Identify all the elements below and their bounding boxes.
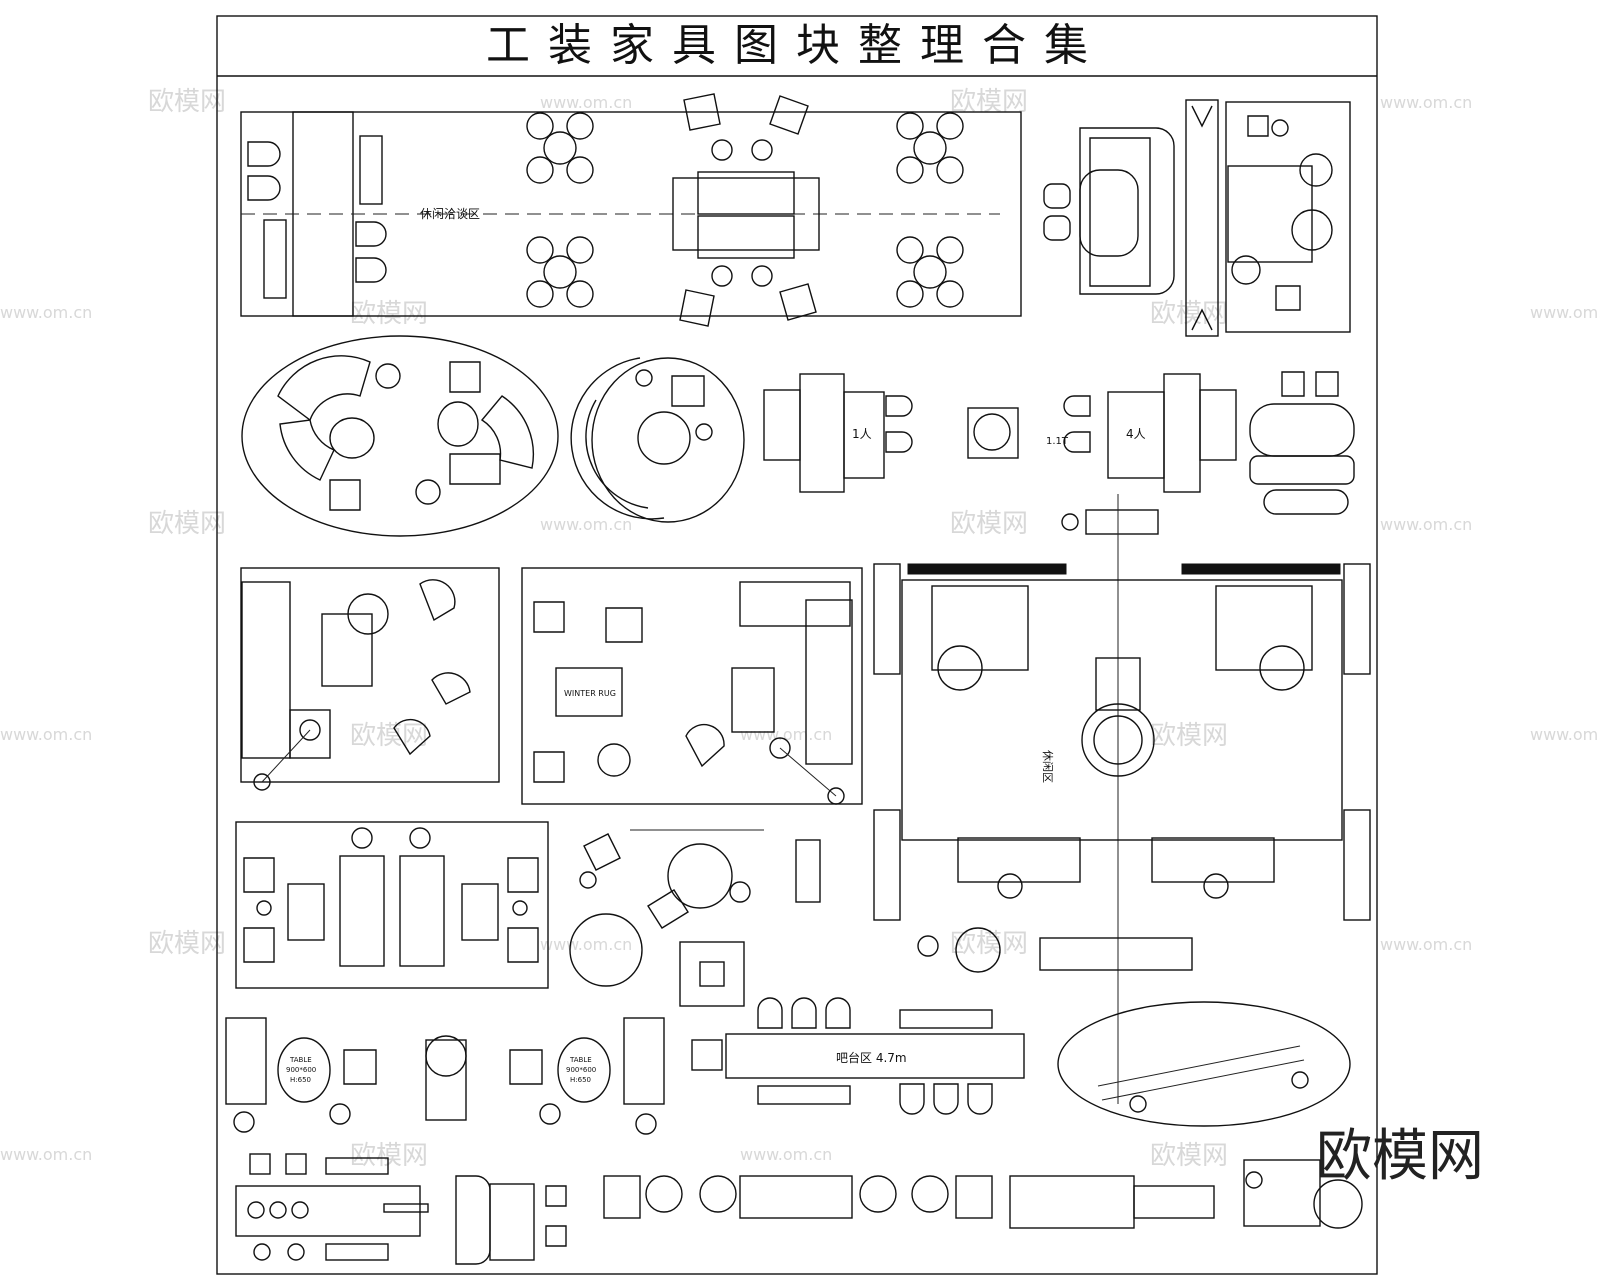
- watermark-brand: 欧模网: [350, 1141, 428, 1171]
- watermark-url: www.om.cn: [0, 725, 92, 744]
- watermark-brand: 欧模网: [350, 299, 428, 329]
- watermark-brand: 欧模网: [148, 929, 226, 959]
- desk-label-1: 1人: [852, 427, 872, 441]
- watermark-url: www.om.cn: [1530, 725, 1600, 744]
- watermark-brand: 欧模网: [350, 721, 428, 751]
- table-right-size: 900*600: [566, 1066, 596, 1074]
- block-oval-lounge: [241, 335, 559, 537]
- sheet-frame: [216, 15, 1378, 1275]
- watermark-brand: 欧模网: [1150, 299, 1228, 329]
- corner-brand: 欧模网: [1316, 1124, 1484, 1189]
- block-meeting-room: 休闲区: [873, 563, 1371, 973]
- block-symmetric-lounge: [235, 821, 549, 989]
- table-right-h: H:650: [570, 1076, 591, 1084]
- watermark-url: www.om.cn: [540, 515, 632, 534]
- block-desks: 1人 1.1T 4人: [763, 371, 1355, 1104]
- watermark-url: www.om.cn: [540, 93, 632, 112]
- block-sofa-set: [1043, 99, 1351, 337]
- block-misc-middle: [569, 829, 821, 1007]
- table-right-label: TABLE: [569, 1056, 592, 1064]
- watermark-url: www.om.cn: [740, 1145, 832, 1164]
- block-bottom-tables: TABLE 900*600 H:650 TABLE 900*600 H:650: [225, 1017, 665, 1135]
- small-label: 1.1T: [1046, 436, 1069, 447]
- side-note: 休闲区: [1041, 750, 1055, 783]
- watermark-brand: 欧模网: [148, 509, 226, 539]
- bar-label: 吧台区 4.7m: [836, 1050, 907, 1065]
- watermark-brand: 欧模网: [950, 509, 1028, 539]
- watermark-url: www.om.cn: [1530, 303, 1600, 322]
- watermark-brand: 欧模网: [1150, 1141, 1228, 1171]
- watermarks: 欧模网 www.om.cn 欧模网 www.om.cn www.om.cn 欧模…: [0, 87, 1600, 1171]
- watermark-url: www.om.cn: [1380, 93, 1472, 112]
- watermark-brand: 欧模网: [950, 929, 1028, 959]
- block-bar: 吧台区 4.7m: [691, 997, 1025, 1115]
- block-oval-island: [1057, 1001, 1351, 1127]
- rug-label: WINTER RUG: [564, 689, 616, 698]
- table-left-label: TABLE: [289, 1056, 312, 1064]
- table-left-h: H:650: [290, 1076, 311, 1084]
- block-lounge-room-left: [240, 567, 500, 791]
- desk-label-4: 4人: [1126, 427, 1146, 441]
- watermark-url: www.om.cn: [0, 1145, 92, 1164]
- watermark-url: www.om.cn: [1380, 935, 1472, 954]
- watermark-url: www.om.cn: [1380, 515, 1472, 534]
- watermark-url: www.om.cn: [540, 935, 632, 954]
- block-lounge-zone: 休闲洽谈区: [240, 93, 1022, 327]
- block-pod-lounge: [570, 357, 745, 523]
- watermark-url: www.om.cn: [0, 303, 92, 322]
- table-left-size: 900*600: [286, 1066, 316, 1074]
- sheet-title: 工装家具图块整理合集: [486, 20, 1106, 71]
- zone-label: 休闲洽谈区: [420, 207, 480, 221]
- block-bottom-row: [235, 1153, 1363, 1265]
- watermark-brand: 欧模网: [1150, 721, 1228, 751]
- watermark-url: www.om.cn: [740, 725, 832, 744]
- watermark-brand: 欧模网: [148, 87, 226, 117]
- block-lounge-room-mid: WINTER RUG: [521, 567, 863, 805]
